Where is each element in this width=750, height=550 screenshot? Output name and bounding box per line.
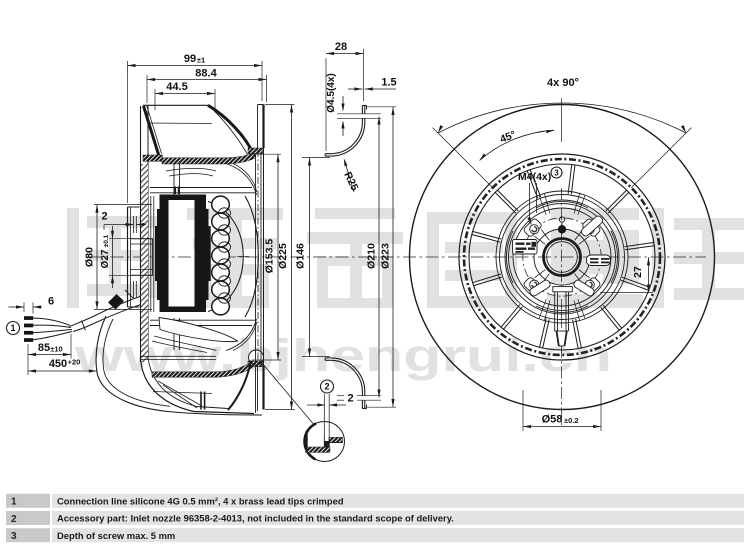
svg-text:28: 28 [335,41,347,53]
svg-text:85: 85 [38,342,50,354]
svg-text:M4(4x): M4(4x) [518,171,551,183]
svg-text:27: 27 [632,266,644,278]
svg-text:±10: ±10 [50,345,62,354]
svg-text:Ø146: Ø146 [295,243,307,269]
svg-text:Accessory part: Inlet nozzle 9: Accessory part: Inlet nozzle 96358-2-401… [57,513,454,524]
svg-text:88.4: 88.4 [195,68,217,80]
svg-text:4x 90°: 4x 90° [547,77,579,89]
svg-text:2: 2 [11,514,17,525]
svg-text:Ø80: Ø80 [84,247,96,267]
svg-text:1: 1 [10,323,15,333]
svg-text:450: 450 [49,358,67,370]
svg-text:Ø27: Ø27 [100,249,111,268]
svg-text:45°: 45° [498,129,517,146]
svg-text:2: 2 [101,211,107,223]
svg-text:6: 6 [48,296,54,308]
svg-text:Ø225: Ø225 [277,243,289,269]
svg-text:1.5: 1.5 [381,77,396,89]
svg-text:44.5: 44.5 [166,81,187,93]
svg-text:2: 2 [324,382,329,392]
svg-text:+20: +20 [68,358,81,367]
svg-text:Depth of screw max. 5 mm: Depth of screw max. 5 mm [57,530,175,541]
svg-text:±0.1: ±0.1 [103,234,110,247]
svg-text:±0.2: ±0.2 [564,416,579,425]
svg-text:Ø58: Ø58 [542,414,563,426]
svg-text:Ø223: Ø223 [380,243,392,269]
svg-text:Ø153.5: Ø153.5 [264,239,276,274]
svg-text:Ø210: Ø210 [366,243,378,269]
svg-text:Connection line silicone 4G 0.: Connection line silicone 4G 0.5 mm², 4 x… [57,495,344,506]
svg-text:3: 3 [554,168,559,177]
svg-text:1: 1 [11,497,17,508]
svg-text:Ø4.5(4x): Ø4.5(4x) [326,73,337,112]
svg-text:2: 2 [347,393,353,405]
svg-text:3: 3 [11,531,17,542]
svg-text:99: 99 [184,53,196,65]
svg-text:±1: ±1 [197,56,205,65]
